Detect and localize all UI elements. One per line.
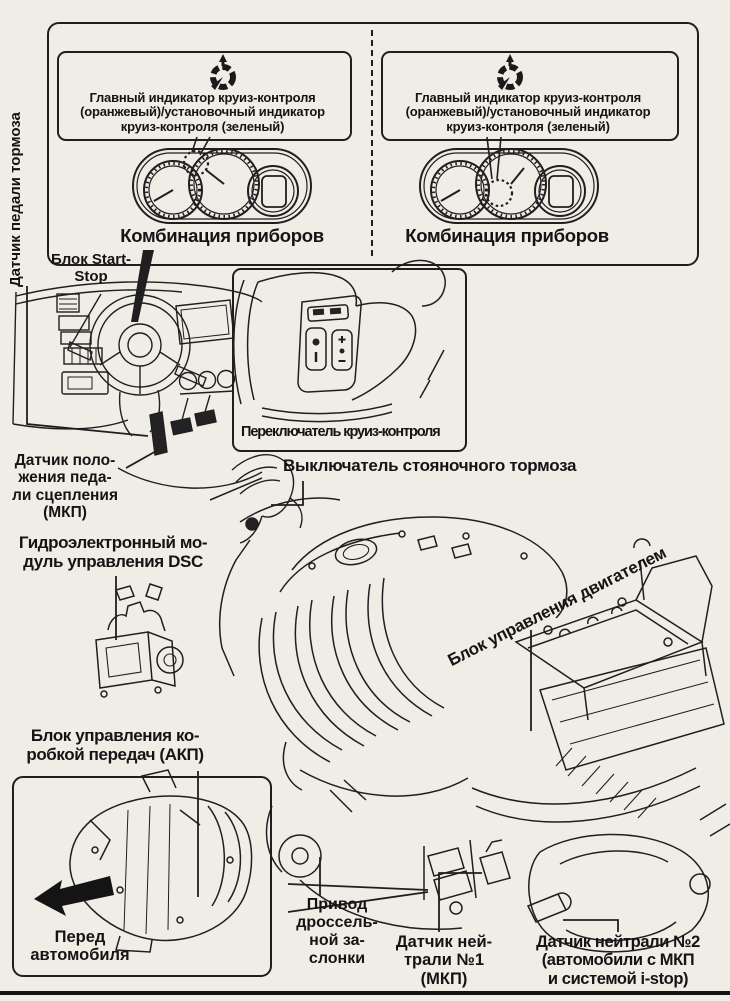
throttle-body <box>427 847 473 901</box>
accelerator-pedal <box>149 411 168 456</box>
cruise-onoff-button <box>307 304 349 322</box>
clutch-sensor-leader <box>125 449 159 469</box>
indicator-highlight-dotted-circle <box>182 149 210 177</box>
dashboard-drawing <box>12 281 303 544</box>
crank-pulley <box>278 834 322 878</box>
brake-pedal-sensor-label: Датчик педали тормоза <box>7 112 24 287</box>
brake-sensor-leader <box>26 286 149 437</box>
indicator-highlight-dotted-circle <box>484 178 514 208</box>
cluster-caption-left: Комбинация приборов <box>120 225 324 246</box>
dash-switch-block <box>56 293 80 313</box>
brake-pedal <box>170 417 194 436</box>
cruise-switch-closeup-drawing <box>233 259 446 423</box>
switch-panel <box>297 295 362 393</box>
clutch-pedal <box>194 409 217 427</box>
cruise-cancel-button <box>305 327 327 371</box>
cruise-control-gauge-icon <box>210 54 236 90</box>
air-cleaner-box <box>539 647 725 771</box>
neutral1-leader <box>438 872 482 932</box>
cruise-set-res-button <box>331 329 353 371</box>
leader-lines <box>26 286 619 932</box>
cluster-panels-frame <box>47 22 699 266</box>
turn-signal-stalk <box>67 341 93 361</box>
instrument-cluster-drawing-left <box>132 136 312 224</box>
intake-runner <box>258 617 331 763</box>
hand-drawing <box>231 454 281 495</box>
neutral-switch-2-part <box>526 892 572 923</box>
panel-divider-dashed-line <box>371 30 373 256</box>
callout-pointer <box>486 136 502 180</box>
cruise-switch-label: Переключатель круиз-контроля <box>241 424 441 440</box>
tcm-label: Блок управления ко- робкой передач (АКП) <box>26 726 204 765</box>
neutral2-leader <box>563 919 619 932</box>
cruise-indicator-callout-right <box>381 51 679 141</box>
callout-pointer <box>191 136 211 156</box>
neutral-switch-1-part <box>479 839 511 885</box>
front-of-vehicle-label: Перед автомобиля <box>30 928 130 965</box>
wiper-stalk <box>174 365 207 387</box>
oil-cap <box>334 538 378 566</box>
start-stop-unit-label: Блок Start- Stop <box>50 251 132 285</box>
throttle-leader <box>287 857 429 913</box>
cruise-indicator-callout-text-right: Главный индикатор круиз-контроля (оранже… <box>405 90 651 134</box>
dsc-module-label: Гидроэлектронный мо- дуль управления DSC <box>18 533 208 572</box>
intake-duct <box>471 767 701 823</box>
clutch-pedal-sensor-label: Датчик поло- жения педа- ли сцепления (М… <box>11 452 118 522</box>
transmission-drawing <box>69 769 253 953</box>
cruise-switch-inset-frame <box>232 268 467 452</box>
transaxle <box>528 833 709 953</box>
dash-vent <box>197 370 217 390</box>
cruise-indicator-callout-text-left: Главный индикатор круиз-контроля (оранже… <box>80 90 325 134</box>
cluster-caption-right: Комбинация приборов <box>405 225 609 246</box>
cruise-indicator-callout-left <box>57 51 352 141</box>
cruise-control-gauge-icon <box>497 54 523 90</box>
cluster-caption-wedge-leader <box>131 250 154 322</box>
dash-vent <box>178 371 198 391</box>
engine-drawing <box>209 477 730 953</box>
parking-brake-knob <box>245 517 259 531</box>
parking-brake-leader <box>271 481 304 506</box>
dash-vent <box>216 369 236 389</box>
parking-brake-switch-label: Выключатель стояночного тормоза <box>283 456 577 475</box>
instrument-cluster-drawing-right <box>419 136 599 224</box>
throttle-actuator-label: Привод дроссель- ной за- слонки <box>296 896 378 967</box>
neutral-switch-1-label: Датчик ней- трали №1 (МКП) <box>395 933 493 988</box>
neutral-switch-2-label: Датчик нейтрали №2 (автомобили с МКП и с… <box>536 933 700 988</box>
front-of-vehicle-arrow-icon <box>34 876 114 916</box>
start-stop-leader <box>69 293 102 348</box>
dsc-module-drawing <box>95 583 184 698</box>
figure-bottom-rule <box>0 991 730 995</box>
